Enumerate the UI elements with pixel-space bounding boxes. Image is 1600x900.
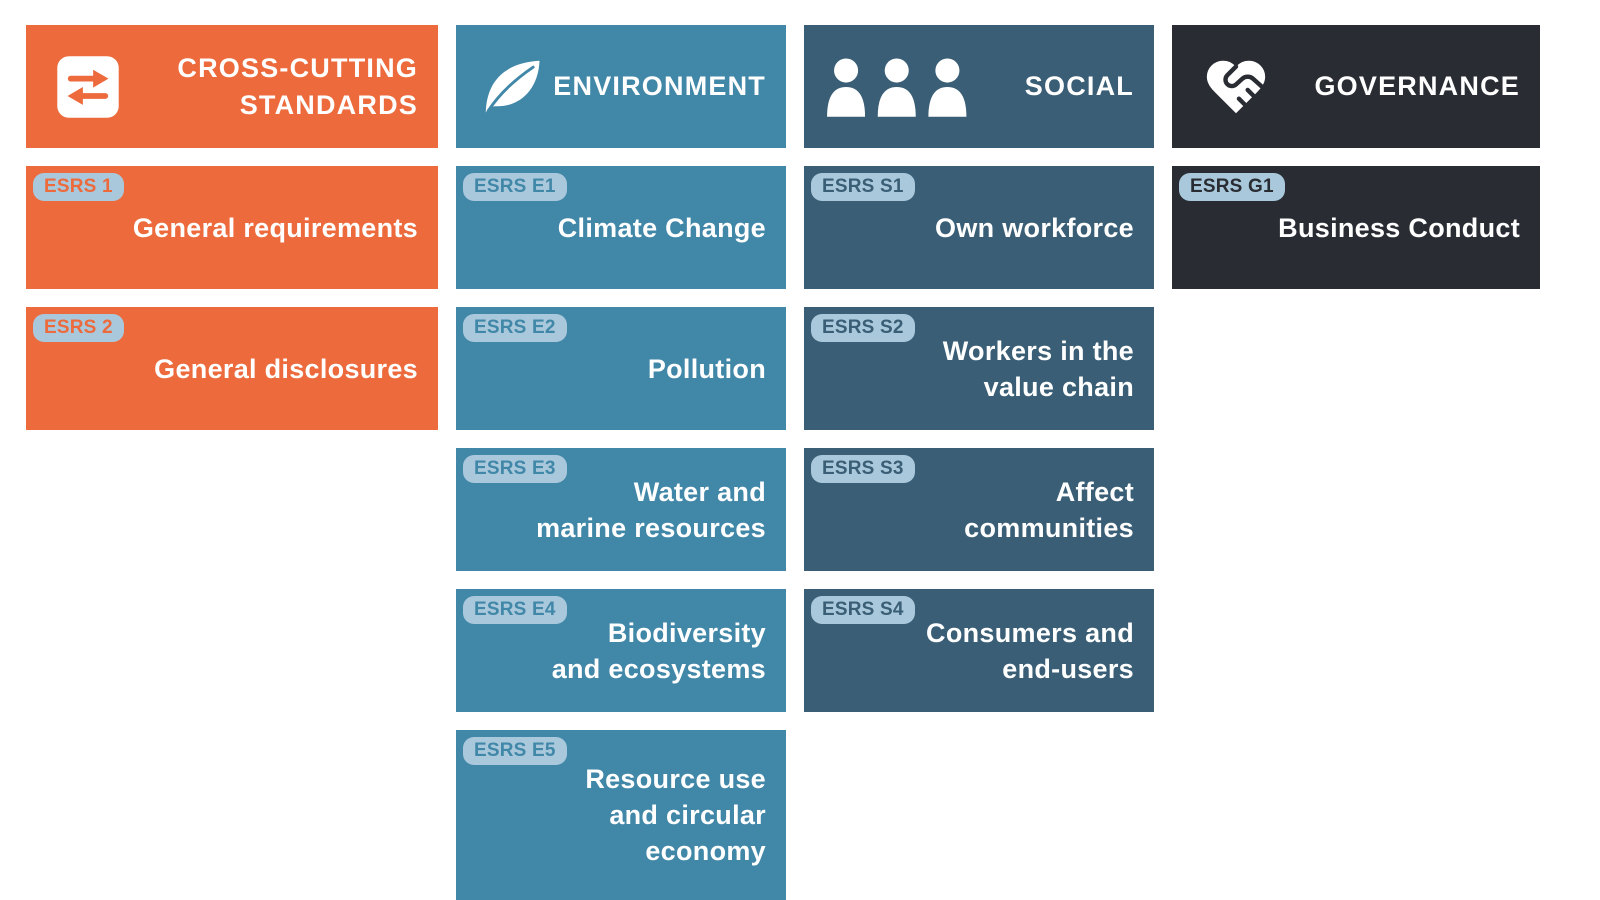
card-label: Consumers and end-users (926, 617, 1134, 684)
transfer-arrows-icon (56, 55, 120, 119)
header-social: SOCIAL (804, 25, 1154, 148)
header-label: ENVIRONMENT (553, 71, 766, 102)
header-environment: ENVIRONMENT (456, 25, 786, 148)
card-label: Affect communities (964, 476, 1134, 543)
esrs-s1-badge: ESRS S1 (811, 173, 915, 201)
header-governance: GOVERNANCE (1172, 25, 1540, 148)
esrs-e3-badge: ESRS E3 (463, 455, 567, 483)
column-environment: ENVIRONMENT ESRS E1 Climate Change ESRS … (456, 25, 786, 900)
card-label: Business Conduct (1278, 212, 1520, 243)
esrs-e1-badge: ESRS E1 (463, 173, 567, 201)
card-esrs-e5: ESRS E5 Resource use and circular econom… (456, 730, 786, 900)
esrs-2-badge: ESRS 2 (33, 314, 124, 342)
card-esrs-s1: ESRS S1 Own workforce (804, 166, 1154, 289)
esrs-e5-badge: ESRS E5 (463, 737, 567, 765)
leaf-icon (478, 55, 546, 119)
heart-handshake-icon (1198, 52, 1274, 122)
esrs-standards-board: CROSS-CUTTING STANDARDS ESRS 1 General r… (26, 25, 1540, 900)
card-esrs-2: ESRS 2 General disclosures (26, 307, 438, 430)
card-label: Own workforce (935, 212, 1134, 243)
card-esrs-e2: ESRS E2 Pollution (456, 307, 786, 430)
card-label: General requirements (132, 212, 418, 243)
card-label: Resource use and circular economy (585, 764, 766, 866)
esrs-e4-badge: ESRS E4 (463, 596, 567, 624)
header-label: GOVERNANCE (1314, 71, 1520, 102)
card-esrs-e1: ESRS E1 Climate Change (456, 166, 786, 289)
esrs-s2-badge: ESRS S2 (811, 314, 915, 342)
card-esrs-g1: ESRS G1 Business Conduct (1172, 166, 1540, 289)
card-esrs-s3: ESRS S3 Affect communities (804, 448, 1154, 571)
column-cross-cutting: CROSS-CUTTING STANDARDS ESRS 1 General r… (26, 25, 438, 900)
column-governance: GOVERNANCE ESRS G1 Business Conduct (1172, 25, 1540, 900)
card-label: Biodiversity and ecosystems (551, 617, 766, 684)
people-icon (822, 54, 974, 120)
card-esrs-e3: ESRS E3 Water and marine resources (456, 448, 786, 571)
header-cross-cutting: CROSS-CUTTING STANDARDS (26, 25, 438, 148)
header-label: CROSS-CUTTING STANDARDS (177, 53, 418, 120)
header-label: SOCIAL (1024, 71, 1134, 102)
column-social: SOCIAL ESRS S1 Own workforce ESRS S2 Wor… (804, 25, 1154, 900)
card-esrs-s2: ESRS S2 Workers in the value chain (804, 307, 1154, 430)
card-label: Climate Change (557, 212, 766, 243)
card-label: Workers in the value chain (942, 335, 1134, 402)
esrs-g1-badge: ESRS G1 (1179, 173, 1285, 201)
card-esrs-e4: ESRS E4 Biodiversity and ecosystems (456, 589, 786, 712)
card-label: General disclosures (154, 353, 418, 384)
esrs-e2-badge: ESRS E2 (463, 314, 567, 342)
card-label: Pollution (647, 353, 766, 384)
esrs-s4-badge: ESRS S4 (811, 596, 915, 624)
card-esrs-s4: ESRS S4 Consumers and end-users (804, 589, 1154, 712)
esrs-s3-badge: ESRS S3 (811, 455, 915, 483)
card-esrs-1: ESRS 1 General requirements (26, 166, 438, 289)
esrs-1-badge: ESRS 1 (33, 173, 124, 201)
card-label: Water and marine resources (536, 476, 766, 543)
